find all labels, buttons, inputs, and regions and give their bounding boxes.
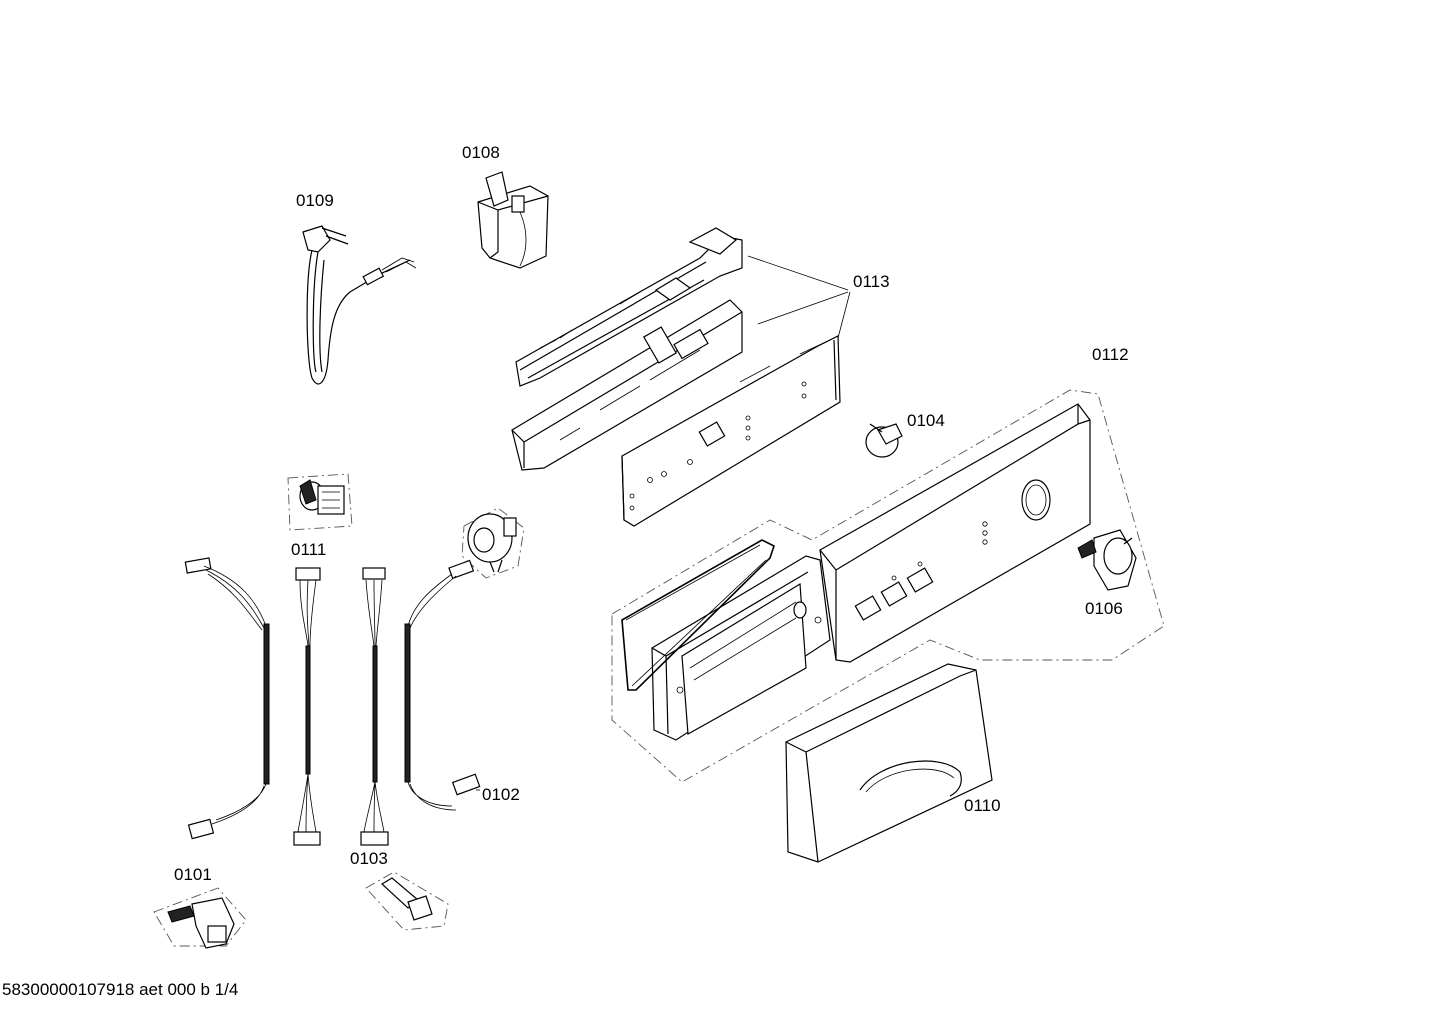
wiring-harnesses [184, 557, 481, 846]
label-0103: 0103 [350, 849, 388, 868]
part-0112-control-panel [611, 389, 1165, 783]
label-0104: 0104 [907, 411, 945, 430]
label-0112: 0112 [1092, 345, 1129, 364]
label-0102: 0102 [482, 785, 520, 804]
label-0106: 0106 [1085, 599, 1123, 618]
part-0106-knob [1077, 529, 1137, 591]
label-0101: 0101 [174, 865, 212, 884]
label-0108: 0108 [462, 143, 500, 162]
label-0111: 0111 [291, 540, 326, 559]
part-0103-sensor [365, 871, 449, 931]
document-reference: 58300000107918 aet 000 b 1/4 [2, 980, 239, 999]
part-pressure-switch [461, 507, 525, 579]
part-0104-shaft [865, 423, 903, 458]
part-0111-selector-switch [287, 473, 353, 531]
label-0110: 0110 [964, 796, 1001, 815]
part-0109-mains-cable [302, 225, 417, 385]
part-0113-control-module [511, 227, 851, 527]
part-0108-interference-suppressor [477, 171, 549, 269]
label-0113: 0113 [853, 272, 890, 291]
part-0110-drawer-handle [785, 663, 993, 863]
part-0101-component [153, 887, 247, 949]
label-0109: 0109 [296, 191, 334, 210]
